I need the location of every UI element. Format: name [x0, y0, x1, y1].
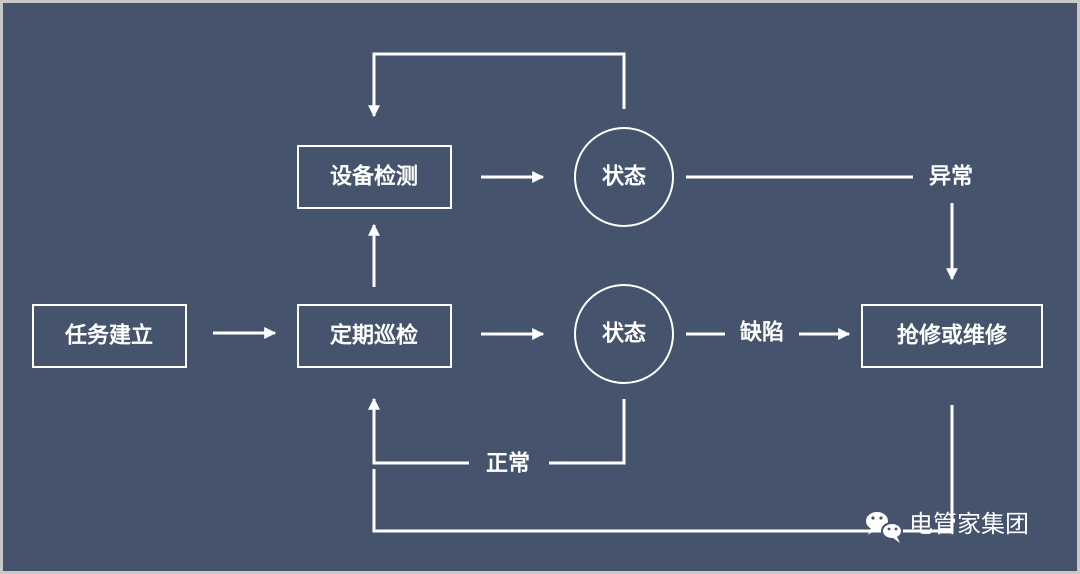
edge-label-normal: 正常 — [486, 451, 530, 477]
edge-normal-to-inspection — [368, 397, 469, 465]
node-status-bottom-label: 状态 — [602, 321, 646, 347]
wechat-icon — [866, 512, 903, 543]
edge-status-loop-to-detection — [368, 52, 626, 118]
edge-repair-back-to-inspection — [372, 405, 954, 533]
node-periodic-inspection: 定期巡检 — [297, 304, 452, 368]
node-device-detection: 设备检测 — [297, 145, 452, 209]
diagram-canvas: 任务建立 定期巡检 设备检测 状态 状态 抢修或维修 异常 缺陷 正常 — [3, 3, 1077, 571]
node-status-top-label: 状态 — [602, 164, 646, 190]
node-status-bottom: 状态 — [574, 284, 674, 384]
edge-label-defect: 缺陷 — [740, 320, 784, 346]
node-repair: 抢修或维修 — [861, 304, 1043, 368]
flowchart: 任务建立 定期巡检 设备检测 状态 状态 抢修或维修 异常 缺陷 正常 — [32, 52, 1043, 543]
node-task-create-label: 任务建立 — [64, 323, 153, 349]
edge-normal-segment-right — [549, 399, 626, 465]
node-task-create: 任务建立 — [32, 304, 187, 368]
node-repair-label: 抢修或维修 — [897, 323, 1008, 349]
node-status-top: 状态 — [574, 127, 674, 227]
node-periodic-inspection-label: 定期巡检 — [330, 323, 418, 349]
edge-label-abnormal: 异常 — [929, 164, 973, 190]
watermark: 电管家集团 — [866, 510, 1029, 543]
watermark-text: 电管家集团 — [909, 510, 1029, 538]
node-device-detection-label: 设备检测 — [330, 164, 418, 190]
